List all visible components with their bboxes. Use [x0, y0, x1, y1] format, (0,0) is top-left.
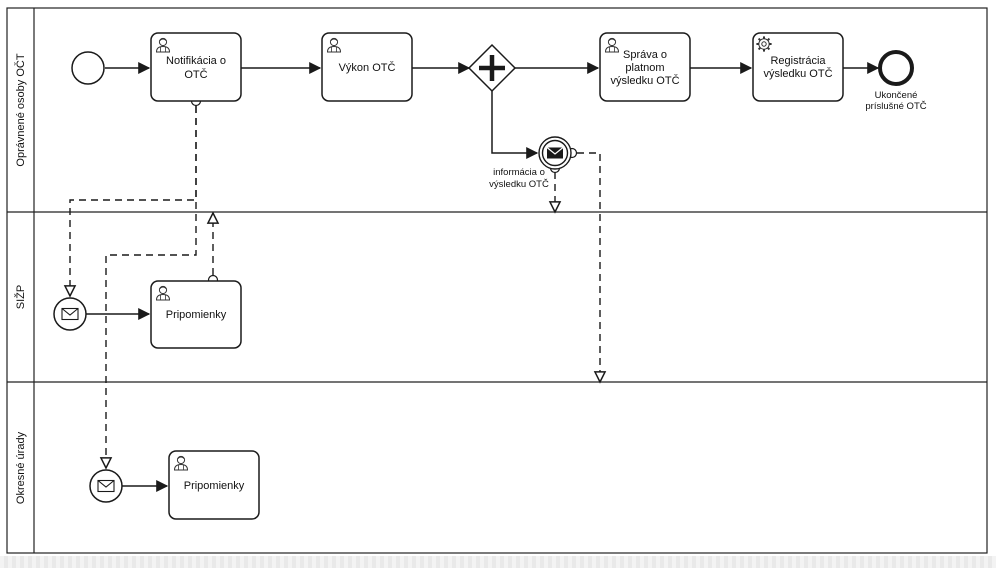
- lane-label-1: Oprávnené osoby OČT: [14, 53, 27, 166]
- task-notifikacia-line2: OTČ: [184, 68, 207, 81]
- msgflow-notifikacia-to-ou[interactable]: [106, 106, 197, 468]
- message-start-event-sizp[interactable]: [53, 297, 87, 331]
- task-pripomienky-sizp[interactable]: Pripomienky: [150, 280, 242, 349]
- sequence-flows: [86, 62, 880, 492]
- lane-2[interactable]: SIŽP: [14, 285, 27, 309]
- task-notifikacia-line1: Notifikácia o: [166, 55, 226, 67]
- end-event-label-line1: Ukončené: [875, 90, 918, 101]
- lane-1[interactable]: Oprávnené osoby OČT: [14, 53, 27, 166]
- intermediate-message-event[interactable]: informácia o výsledku OTČ: [489, 136, 572, 190]
- task-registracia-line1: Registrácia: [770, 55, 826, 67]
- intermediate-message-label-line1: informácia o: [493, 167, 545, 178]
- task-pripomienky-ou-line1: Pripomienky: [184, 480, 245, 492]
- task-notifikacia[interactable]: Notifikácia o OTČ: [150, 32, 242, 102]
- parallel-gateway[interactable]: [467, 43, 517, 93]
- intermediate-message-label-line2: výsledku OTČ: [489, 179, 549, 190]
- lane-label-3: Okresné úrady: [15, 431, 27, 504]
- task-vykon-line1: Výkon OTČ: [339, 61, 396, 74]
- message-start-event-ou[interactable]: [89, 469, 123, 503]
- gear-icon: [755, 35, 773, 53]
- message-flows: [70, 106, 600, 468]
- task-sprava-line2: platnom: [625, 62, 664, 74]
- task-sprava[interactable]: Správa o platnom výsledku OTČ: [599, 32, 691, 102]
- task-sprava-line3: výsledku OTČ: [610, 74, 679, 87]
- task-pripomienky-ou[interactable]: Pripomienky: [168, 450, 260, 520]
- envelope-icon: [97, 479, 115, 493]
- task-pripomienky-sizp-line1: Pripomienky: [166, 309, 227, 321]
- flow-gateway-to-message[interactable]: [491, 91, 539, 159]
- task-sprava-line1: Správa o: [623, 49, 667, 61]
- task-vykon[interactable]: Výkon OTČ: [321, 32, 413, 102]
- end-event[interactable]: Ukončené príslušné OTČ: [865, 50, 927, 112]
- end-event-label-line2: príslušné OTČ: [865, 101, 926, 112]
- task-registracia[interactable]: Registrácia výsledku OTČ: [752, 32, 844, 102]
- start-event[interactable]: [71, 51, 105, 85]
- lane-3[interactable]: Okresné úrady: [15, 431, 27, 504]
- lane-label-2: SIŽP: [14, 285, 27, 309]
- envelope-filled-icon: [546, 147, 564, 159]
- envelope-icon: [61, 307, 79, 321]
- bottom-scroll-strip: [0, 556, 996, 568]
- task-registracia-line2: výsledku OTČ: [763, 67, 832, 80]
- msgflow-notifikacia-to-sizp[interactable]: [70, 106, 197, 296]
